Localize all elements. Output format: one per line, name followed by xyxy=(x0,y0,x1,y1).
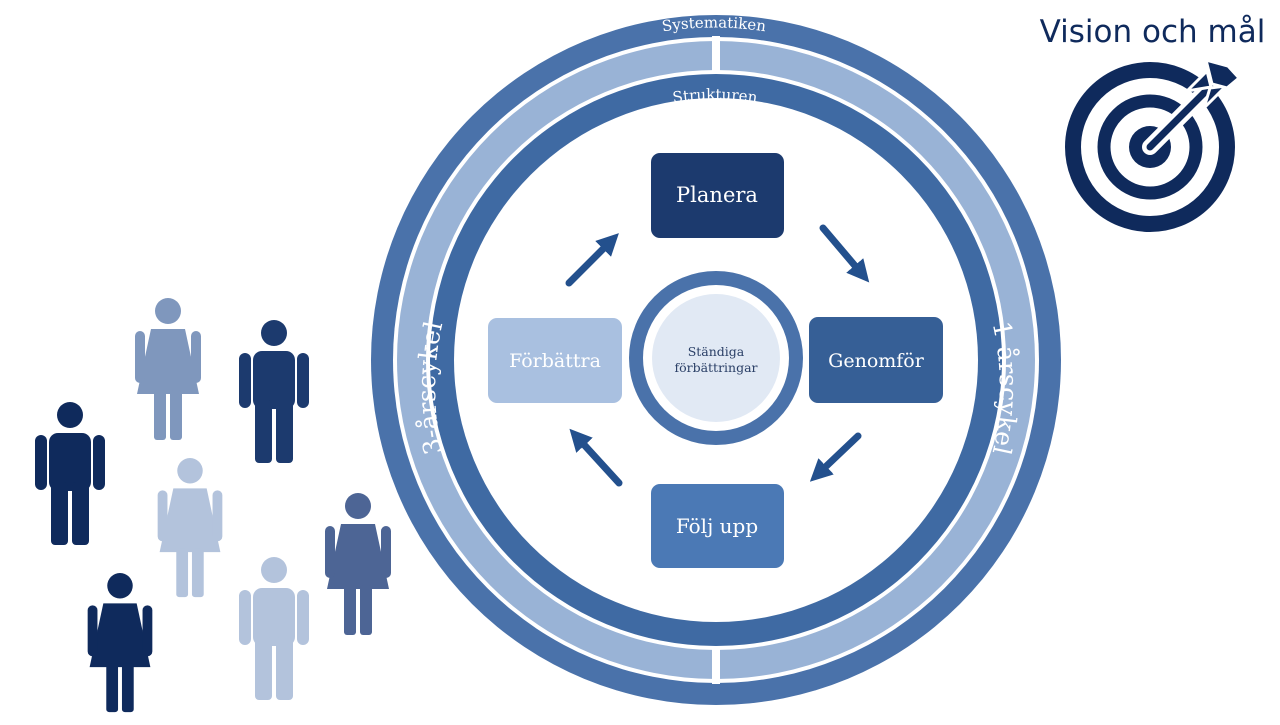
ring-divider-top xyxy=(712,36,720,86)
arrow-folj-upp-to-forbattra xyxy=(569,428,623,487)
person-man-icon xyxy=(239,557,309,700)
step-genomfor: Genomför xyxy=(809,317,943,403)
step-folj-upp: Följ upp xyxy=(651,484,784,568)
middle-ring-label: Strukturen xyxy=(671,85,758,106)
person-woman-icon xyxy=(135,298,201,440)
kulturen-circle xyxy=(629,271,803,445)
step-label: Planera xyxy=(676,183,758,207)
target-icon xyxy=(1065,57,1242,232)
arrow-forbattra-to-planera xyxy=(565,233,619,287)
step-planera: Planera xyxy=(651,153,784,238)
person-woman-icon xyxy=(325,493,391,635)
arrow-planera-to-genomfor xyxy=(819,224,870,283)
person-woman-icon xyxy=(87,573,153,713)
center-text-line1: Ständiga xyxy=(688,344,745,359)
step-label: Genomför xyxy=(828,350,925,372)
step-label: Följ upp xyxy=(676,514,758,538)
step-forbattra: Förbättra xyxy=(488,318,622,403)
ring-divider-bottom xyxy=(712,634,720,684)
person-woman-icon xyxy=(157,458,223,598)
center-text-line2: förbättringar xyxy=(674,360,757,375)
people-group xyxy=(35,298,391,713)
outer-ring-label: Systematiken xyxy=(661,13,768,35)
person-man-icon xyxy=(239,320,309,463)
step-label: Förbättra xyxy=(509,350,601,372)
vision-title: Vision och mål xyxy=(1039,14,1266,50)
person-man-icon xyxy=(35,402,105,545)
arrow-genomfor-to-folj-upp xyxy=(809,432,862,482)
inner-ring-label: Kulturen xyxy=(713,243,778,265)
